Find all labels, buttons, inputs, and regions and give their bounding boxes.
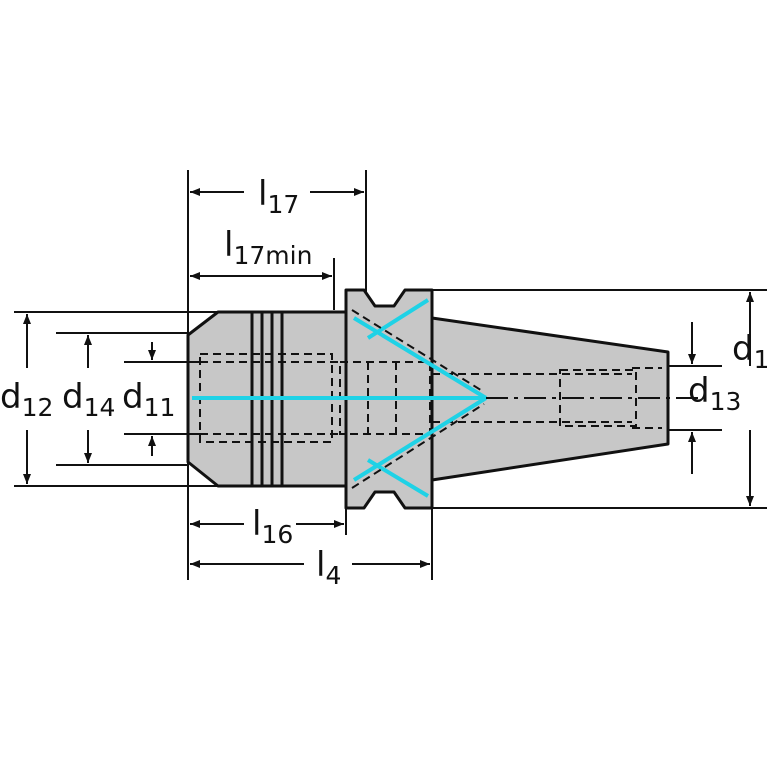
label-d12: d12 bbox=[0, 377, 53, 422]
label-l17min: l17min bbox=[224, 225, 312, 270]
label-d14: d14 bbox=[62, 377, 115, 422]
coolant-channel-edges bbox=[351, 309, 485, 489]
dimension-lines bbox=[23, 188, 754, 568]
coolant-channels bbox=[192, 298, 488, 498]
label-l17: l17 bbox=[258, 174, 299, 219]
label-d1: d1 bbox=[732, 329, 767, 374]
label-d11: d11 bbox=[122, 377, 175, 422]
label-l16: l16 bbox=[252, 504, 293, 549]
label-l4: l4 bbox=[316, 545, 341, 590]
label-d13: d13 bbox=[688, 371, 741, 416]
extension-lines bbox=[14, 170, 767, 580]
